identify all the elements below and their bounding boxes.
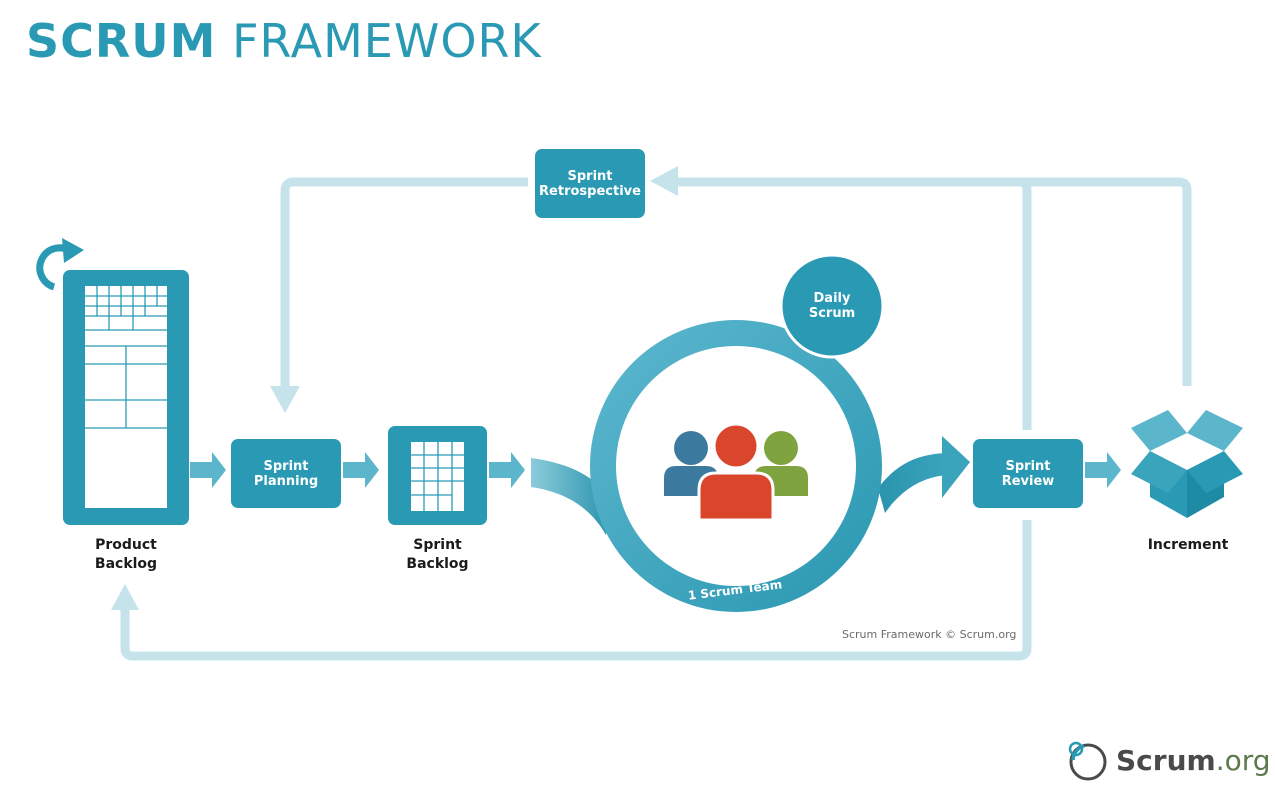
sprint-backlog-icon [388,426,487,525]
product-backlog-icon [63,270,189,525]
daily-scrum-label: Daily Scrum [808,291,856,321]
retro-to-planning-loop [280,177,528,392]
brand-tld: .org [1215,743,1271,777]
title-light: FRAMEWORK [232,14,542,68]
daily-scrum-circle [779,253,885,359]
team-people-icon [664,422,808,522]
feedback-loops [120,177,1192,661]
scrum-org-wordmark: Scrum.org [1116,744,1271,777]
title-bold: SCRUM [26,14,217,68]
sprint-review-box [973,439,1083,508]
retro-arrowhead [650,166,678,196]
increment-to-retro-loop [675,177,1192,386]
flow-arrows [190,452,1121,488]
sprint-retrospective-box [535,149,645,218]
swoosh-into-team [531,458,610,535]
review-up-loop [1018,177,1032,430]
sprint-backlog-label: Sprint Backlog [406,537,469,572]
product-backlog-arrowhead [111,584,139,610]
sprint-review-label: Sprint Review [1001,458,1055,489]
increment-label: Increment [1147,537,1229,553]
refinement-cycle-icon [36,238,84,291]
planning-arrowhead [270,386,300,413]
scrum-org-logo-icon [1068,741,1107,781]
arrow-planning-to-sprint-backlog [343,452,379,488]
sprint-planning-box [231,439,341,508]
arrow-review-to-increment [1085,452,1121,488]
product-backlog-label: Product Backlog [94,537,158,572]
sprint-retrospective-label: Sprint Retrospective [539,168,641,199]
sprint-planning-label: Sprint Planning [253,458,319,489]
page-title: SCRUM FRAMEWORK [26,14,542,68]
arrow-backlog-to-planning [190,452,226,488]
brand-main: Scrum [1116,743,1216,777]
arrow-sprint-backlog-to-team [489,452,525,488]
increment-box-icon [1131,410,1243,518]
scrum-org-logo: Scrum.org [1064,738,1271,782]
review-to-product-backlog-loop [120,520,1032,661]
swoosh-out-of-team [878,436,970,513]
copyright-text: Scrum Framework © Scrum.org [842,628,1017,641]
